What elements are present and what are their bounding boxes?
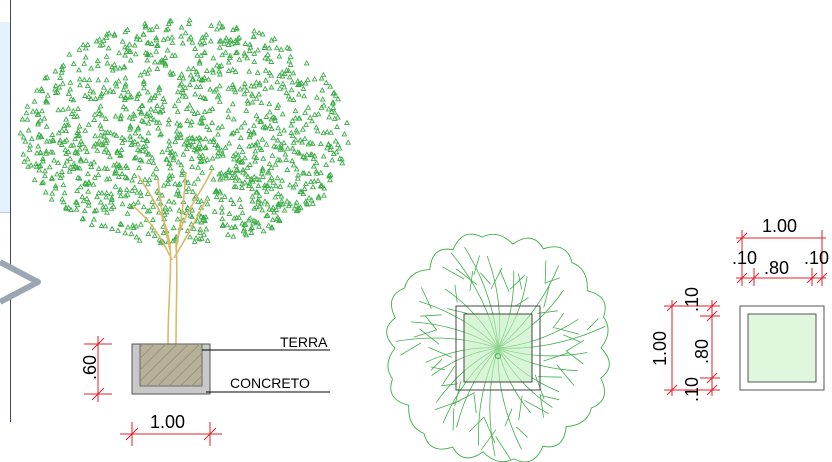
detail-top-right: .10 (804, 248, 829, 268)
width-dimension (120, 422, 222, 446)
tree-foliage (17, 16, 352, 246)
planter-detail (739, 305, 825, 391)
side-panel (0, 0, 11, 422)
nav-arrow-icon[interactable] (0, 259, 41, 305)
detail-side-bottom: .10 (682, 377, 702, 402)
terra-label: TERRA (280, 334, 328, 350)
detail-side-dimension (664, 300, 720, 396)
detail-top-mid: .80 (764, 258, 789, 278)
detail-top-left: .10 (732, 248, 757, 268)
planter-plan-inner (463, 313, 533, 383)
detail-side-top: .10 (682, 287, 702, 312)
detail-side-total: 1.00 (650, 331, 670, 366)
planter-elevation (131, 343, 211, 395)
concreto-label: CONCRETO (230, 375, 310, 391)
detail-side-mid: .80 (692, 339, 712, 364)
planter-plan-outer (455, 305, 541, 391)
tree-trunk (131, 169, 213, 346)
width-dimension-label: 1.00 (150, 412, 185, 432)
side-panel-highlight (0, 22, 10, 213)
height-dimension (84, 336, 112, 402)
tree-plan (386, 233, 610, 462)
detail-top-total: 1.00 (762, 216, 797, 236)
height-dimension-label: .60 (80, 355, 100, 380)
detail-top-dimension (736, 230, 828, 286)
